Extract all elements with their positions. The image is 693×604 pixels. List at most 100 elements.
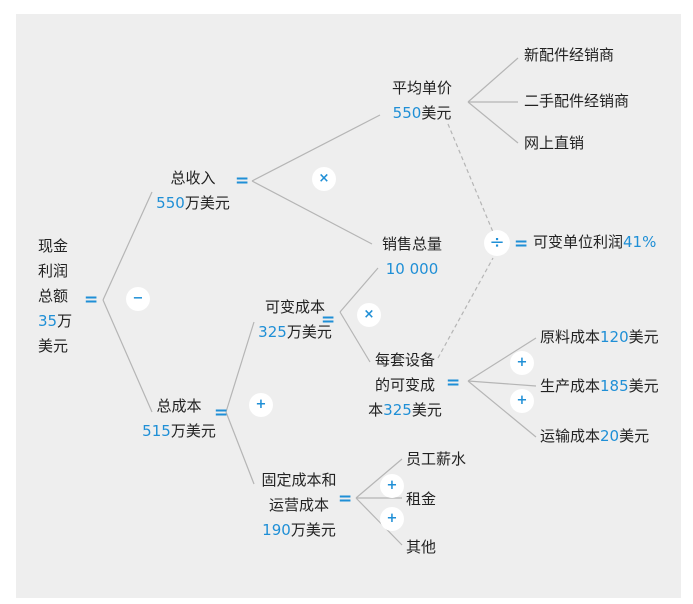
link-variable-volume — [339, 267, 379, 313]
cost-value: 515 — [142, 422, 171, 440]
node-variable-cost: 可变成本 325万美元 — [252, 295, 338, 345]
profit-line-2: 利润 — [38, 262, 69, 280]
node-sales-volume: 销售总量 10 000 — [372, 232, 452, 282]
unit-margin-value: 41% — [623, 233, 657, 251]
fixed-cost-item: 其他 — [406, 538, 437, 556]
link-revenue-volume — [251, 180, 373, 245]
profit-unit: 万 — [57, 312, 73, 330]
node-total-revenue: 总收入 550万美元 — [150, 166, 236, 216]
plus-operator-var-1: + — [510, 351, 534, 375]
dashed-link-unitcost-margin — [437, 257, 494, 359]
var-cost-item-value: 120 — [600, 328, 629, 346]
volume-value: 10 000 — [385, 260, 439, 278]
fixed-cost-item: 租金 — [406, 490, 437, 508]
profit-line-1: 现金 — [38, 237, 69, 255]
minus-operator: − — [126, 287, 150, 311]
cost-unit: 万美元 — [170, 422, 216, 440]
var-cost-item-label: 生产成本 — [540, 377, 601, 395]
variable-cost-amount: 325万美元 — [252, 320, 338, 345]
link-fixed-item-3 — [355, 497, 403, 546]
unit-cost-line-3: 本325美元 — [364, 398, 446, 423]
revenue-value: 550 — [156, 194, 185, 212]
channel-item: 二手配件经销商 — [524, 92, 630, 110]
avg-price-value: 550 — [392, 104, 422, 122]
var-cost-item-label: 原料成本 — [540, 328, 601, 346]
revenue-unit: 万美元 — [184, 194, 230, 212]
dashed-link-price-margin — [447, 123, 494, 233]
link-revenue-price — [251, 114, 381, 182]
equals-sign-unit-cost: = — [446, 373, 461, 393]
link-cost-variable — [225, 321, 255, 413]
var-cost-item: 生产成本185美元 — [540, 374, 659, 399]
fixed-cost-line-1: 固定成本和 — [261, 471, 337, 489]
revenue-amount: 550万美元 — [150, 191, 236, 216]
equals-sign-fixed-cost: = — [338, 489, 353, 509]
profit-value: 35 — [38, 312, 58, 330]
plus-operator-fixed-2: + — [380, 507, 404, 531]
variable-cost-value: 325 — [258, 323, 287, 341]
plus-operator-cost: + — [249, 393, 273, 417]
plus-operator-fixed-1: + — [380, 474, 404, 498]
node-average-price: 平均单价 550美元 — [378, 76, 466, 126]
volume-label: 销售总量 — [381, 235, 442, 253]
var-cost-item-value: 20 — [600, 427, 620, 445]
node-total-cost: 总成本 515万美元 — [136, 394, 222, 444]
revenue-label: 总收入 — [170, 169, 216, 187]
unit-cost-unit: 美元 — [411, 401, 442, 419]
channel-item: 新配件经销商 — [524, 46, 615, 64]
equals-sign-variable-cost: = — [321, 310, 336, 330]
node-unit-margin: 可变单位利润41% — [533, 230, 656, 255]
fixed-cost-value: 190 — [262, 521, 291, 539]
link-fixed-item-1 — [355, 458, 403, 499]
link-variable-unitcost — [339, 311, 371, 363]
node-unit-variable-cost: 每套设备 的可变成 本325美元 — [364, 348, 446, 423]
avg-price-unit: 美元 — [421, 104, 452, 122]
fixed-cost-amount: 190万美元 — [256, 518, 342, 543]
times-operator-revenue: × — [312, 167, 336, 191]
equals-sign-margin: = — [514, 234, 529, 254]
variable-cost-unit: 万美元 — [286, 323, 332, 341]
fixed-cost-line-2: 运营成本 — [268, 496, 329, 514]
var-cost-item-unit: 美元 — [619, 427, 650, 445]
link-unitcost-item-3 — [467, 380, 537, 438]
link-price-channel-3 — [467, 101, 519, 144]
fixed-cost-item: 员工薪水 — [406, 450, 467, 468]
node-total-profit: 现金 利润 总额 35万 美元 — [38, 234, 72, 359]
unit-cost-line-1: 每套设备 — [374, 351, 435, 369]
plus-operator-var-2: + — [510, 389, 534, 413]
profit-line-3: 总额 — [38, 287, 69, 305]
link-cost-fixed — [225, 411, 255, 485]
unit-margin-label: 可变单位利润 — [533, 233, 624, 251]
avg-price-label: 平均单价 — [391, 79, 452, 97]
equals-sign-revenue: = — [235, 171, 250, 191]
var-cost-item: 原料成本120美元 — [540, 325, 659, 350]
diagram-background — [16, 14, 681, 598]
cost-amount: 515万美元 — [136, 419, 222, 444]
equals-sign-profit: = — [84, 290, 99, 310]
variable-cost-label: 可变成本 — [264, 298, 325, 316]
var-cost-item-value: 185 — [600, 377, 629, 395]
var-cost-item-unit: 美元 — [628, 377, 659, 395]
times-operator-variable-cost: × — [357, 303, 381, 327]
link-price-channel-1 — [467, 57, 519, 103]
unit-cost-prefix: 本 — [368, 401, 384, 419]
avg-price-amount: 550美元 — [378, 101, 466, 126]
var-cost-item-label: 运输成本 — [540, 427, 601, 445]
unit-cost-value: 325 — [383, 401, 412, 419]
link-profit-revenue — [102, 191, 153, 301]
cost-label: 总成本 — [156, 397, 202, 415]
node-fixed-cost: 固定成本和 运营成本 190万美元 — [256, 468, 342, 543]
unit-cost-line-2: 的可变成 — [374, 376, 435, 394]
channel-item: 网上直销 — [524, 134, 585, 152]
var-cost-item: 运输成本20美元 — [540, 424, 649, 449]
link-profit-cost — [102, 299, 153, 413]
profit-line-4: 35万 — [38, 309, 72, 334]
var-cost-item-unit: 美元 — [628, 328, 659, 346]
link-unitcost-item-1 — [467, 337, 537, 382]
fixed-cost-unit: 万美元 — [290, 521, 336, 539]
link-unitcost-item-2 — [467, 380, 537, 387]
profit-line-5: 美元 — [38, 337, 69, 355]
divide-operator: ÷ — [484, 230, 510, 256]
